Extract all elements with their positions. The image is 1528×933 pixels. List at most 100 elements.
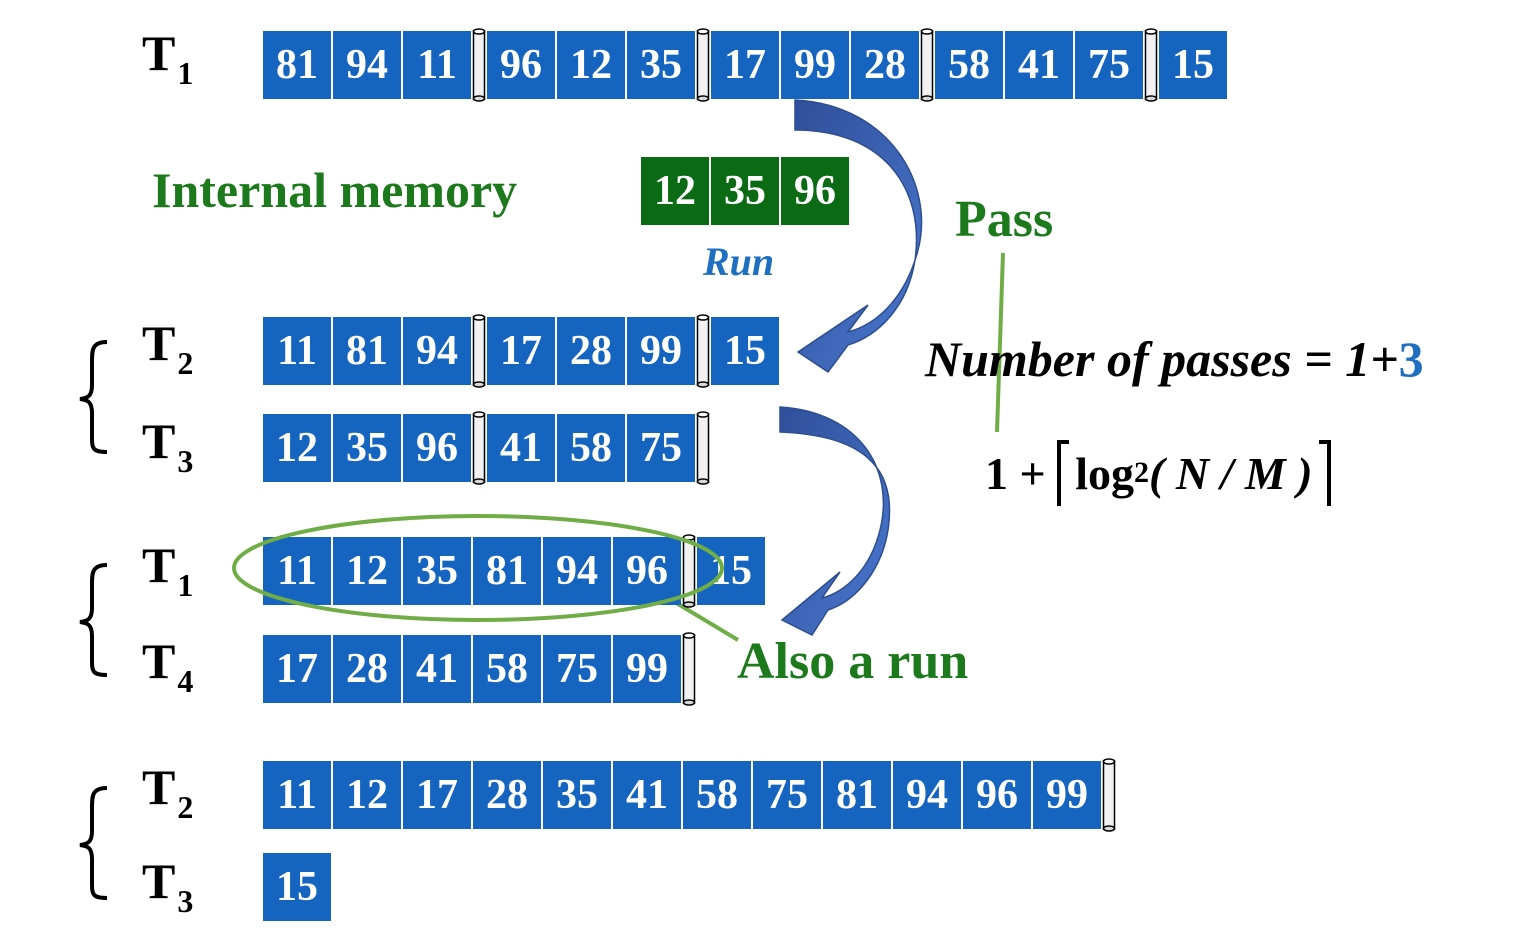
tape-cell: 11 [263, 317, 331, 385]
tape-label-t2-pass3: T2 [142, 762, 193, 823]
ceiling-right [1318, 440, 1331, 506]
tape-cell: 12 [333, 761, 401, 829]
tape-label-t4-pass2: T4 [142, 636, 193, 697]
tape-cell: 94 [403, 317, 471, 385]
memory-cell: 35 [711, 157, 779, 225]
brace-2 [79, 563, 108, 677]
tape-cell: 17 [263, 635, 331, 703]
run-separator [682, 534, 696, 608]
tape-cell: 75 [543, 635, 611, 703]
tape-label-t1-initial: T1 [142, 28, 193, 89]
tape-cell: 15 [263, 853, 331, 921]
tape-cell: 35 [403, 537, 471, 605]
tape-number: 3 [177, 443, 194, 479]
tape-label-t3-pass1: T3 [142, 416, 193, 477]
tape-cell: 99 [1033, 761, 1101, 829]
tape-number: 2 [177, 789, 194, 825]
tape-letter: T [142, 413, 176, 469]
tape-cell: 94 [333, 31, 401, 99]
tape-cell: 58 [473, 635, 541, 703]
tape-cell: 35 [543, 761, 611, 829]
tape-letter: T [142, 759, 176, 815]
tape-cell: 28 [333, 635, 401, 703]
internal-memory-label: Internal memory [152, 162, 518, 218]
tape-number: 2 [177, 345, 194, 381]
passes-value: 3 [1398, 331, 1424, 387]
tape-letter: T [142, 25, 176, 81]
formula-prefix: 1 + [985, 447, 1058, 499]
run-label: Run [703, 239, 775, 284]
tape-cell: 81 [333, 317, 401, 385]
tape-cell: 15 [711, 317, 779, 385]
tape-cell: 11 [263, 537, 331, 605]
tape-letter: T [142, 633, 176, 689]
formula-arg: ( N / M ) [1149, 447, 1313, 499]
tape-cell: 12 [333, 537, 401, 605]
memory-cell: 12 [641, 157, 709, 225]
passes-text: Number of passes = 1+ [925, 331, 1399, 387]
run-separator [696, 314, 710, 388]
tape-cell: 28 [851, 31, 919, 99]
tape-cell: 12 [263, 414, 331, 482]
tape-label-t3-pass3: T3 [142, 856, 193, 917]
tape-label-t2-pass1: T2 [142, 318, 193, 379]
tape-number: 3 [177, 883, 194, 919]
tape-cell: 58 [557, 414, 625, 482]
tape-cell: 96 [487, 31, 555, 99]
pass-arrow-1 [794, 99, 923, 374]
tape-letter: T [142, 315, 176, 371]
tape-cell: 96 [403, 414, 471, 482]
tape-cell: 99 [627, 317, 695, 385]
tape-cell: 17 [487, 317, 555, 385]
passes-formula: Number of passes = 1+3 [925, 330, 1424, 388]
tape-cell: 96 [613, 537, 681, 605]
run-separator [696, 28, 710, 102]
tape-number: 1 [177, 55, 194, 91]
tape-cell: 58 [935, 31, 1003, 99]
tape-cell: 75 [753, 761, 821, 829]
run-separator [472, 28, 486, 102]
formula-base: 2 [1134, 456, 1149, 489]
run-separator [472, 314, 486, 388]
run-separator [1102, 758, 1116, 832]
tape-letter: T [142, 853, 176, 909]
run-separator [1144, 28, 1158, 102]
tape-cell: 35 [333, 414, 401, 482]
run-separator [920, 28, 934, 102]
memory-cell: 96 [781, 157, 849, 225]
tape-label-t1-pass2: T1 [142, 540, 193, 601]
tape-cell: 41 [1005, 31, 1073, 99]
tape-cell: 11 [403, 31, 471, 99]
run-separator [472, 411, 486, 485]
tape-cell: 17 [711, 31, 779, 99]
tape-number: 1 [177, 567, 194, 603]
ceiling-left [1057, 440, 1070, 506]
pass-label: Pass [955, 191, 1054, 248]
run-separator [682, 632, 696, 706]
run-separator [696, 411, 710, 485]
tape-cell: 99 [781, 31, 849, 99]
tape-cell: 58 [683, 761, 751, 829]
tape-cell: 17 [403, 761, 471, 829]
tape-cell: 41 [403, 635, 471, 703]
tape-cell: 35 [627, 31, 695, 99]
tape-cell: 11 [263, 761, 331, 829]
formula-log: log [1075, 447, 1134, 499]
pass-arrow-2 [779, 406, 891, 636]
brace-1 [79, 340, 108, 454]
tape-cell: 99 [613, 635, 681, 703]
tape-cell: 12 [557, 31, 625, 99]
tape-cell: 15 [1159, 31, 1227, 99]
tape-cell: 75 [1075, 31, 1143, 99]
brace-3 [79, 786, 108, 900]
tape-cell: 81 [263, 31, 331, 99]
tape-cell: 81 [473, 537, 541, 605]
tape-cell: 41 [613, 761, 681, 829]
tape-number: 4 [177, 663, 194, 699]
tape-cell: 94 [893, 761, 961, 829]
tape-cell: 96 [963, 761, 1031, 829]
tape-cell: 94 [543, 537, 611, 605]
